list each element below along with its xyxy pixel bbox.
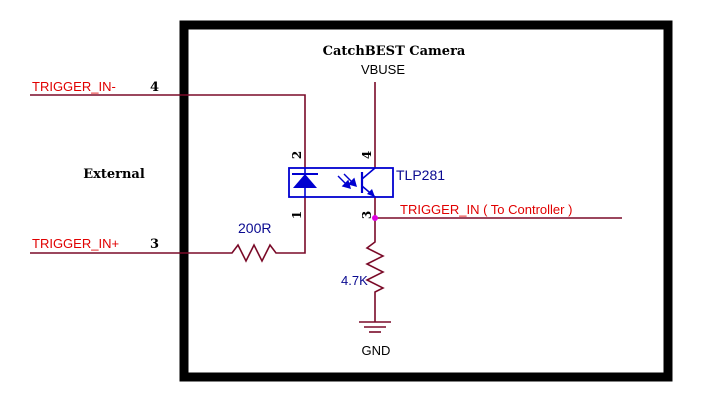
trigger-minus-pin: 4 — [150, 80, 159, 95]
optocoupler-body — [288, 167, 394, 198]
optocoupler-part-label: TLP281 — [396, 167, 445, 183]
trigger-output-label: TRIGGER_IN ( To Controller ) — [400, 202, 572, 217]
trigger-minus-label: TRIGGER_IN- — [32, 79, 116, 94]
light-arrows-icon — [337, 173, 358, 190]
external-label: External — [83, 167, 145, 182]
resistor-4k7 — [365, 236, 385, 296]
pin-number-2: 2 — [290, 151, 304, 159]
pin-number-1: 1 — [290, 211, 304, 219]
pin-number-3: 3 — [360, 211, 374, 219]
trigger-plus-label: TRIGGER_IN+ — [32, 236, 119, 251]
emitter-arrow-icon — [367, 189, 375, 197]
wire-led-pin1 — [288, 197, 306, 254]
wire-trigger-minus — [30, 94, 306, 168]
trigger-plus-pin: 3 — [150, 237, 159, 252]
camera-title: CatchBEST Camera — [323, 44, 466, 59]
wires — [30, 82, 622, 322]
resistor-200r — [222, 243, 288, 263]
pin-number-4: 4 — [360, 151, 374, 159]
resistor-200r-label: 200R — [238, 220, 271, 236]
camera-enclosure-border — [179, 20, 673, 382]
optocoupler-tlp281 — [288, 167, 394, 198]
resistor-4k7-label: 4.7K — [341, 273, 368, 288]
junction-node — [372, 215, 378, 221]
supply-label: VBUSE — [361, 62, 405, 77]
ground-label: GND — [362, 343, 391, 358]
ground-icon — [359, 321, 391, 333]
led-icon — [293, 174, 317, 188]
